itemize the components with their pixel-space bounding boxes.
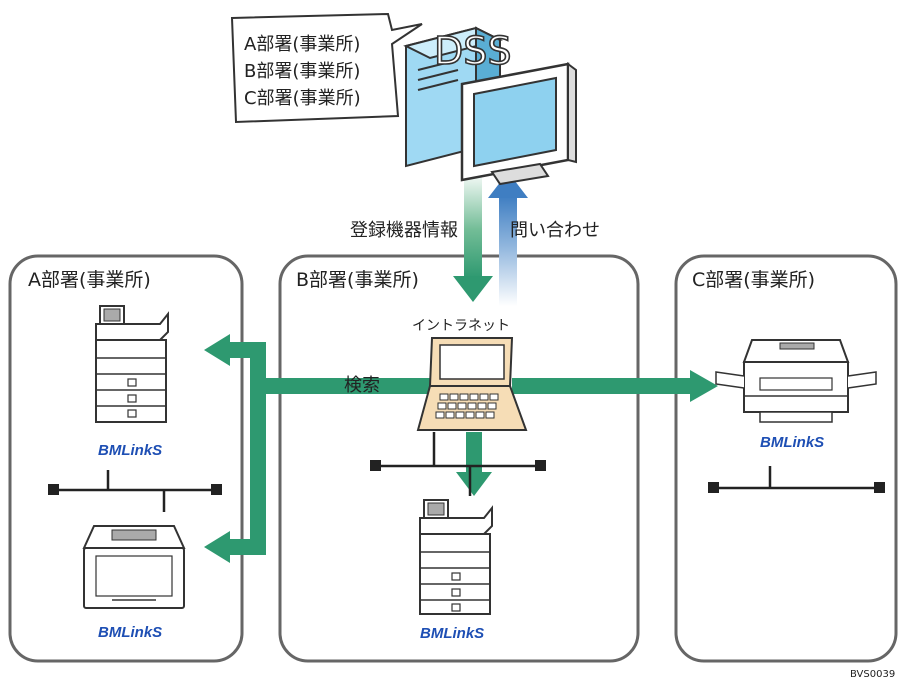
bmlinks-logo-c: BMLinkS — [760, 434, 824, 451]
network-line-c — [708, 466, 885, 493]
bmlinks-logo-a-top: BMLinkS — [98, 442, 162, 459]
bmlinks-logo-b: BMLinkS — [420, 625, 484, 642]
callout-line-a: A部署(事業所) — [244, 34, 360, 55]
callout-line-c: C部署(事業所) — [244, 88, 361, 109]
dss-label: DSS — [434, 29, 512, 73]
printer-icon-c — [715, 339, 877, 423]
callout-line-b: B部署(事業所) — [244, 61, 360, 82]
inquiry-label: 問い合わせ — [510, 220, 600, 241]
registered-info-label: 登録機器情報 — [350, 220, 458, 241]
printer-icon-a-mfp — [95, 305, 169, 423]
monitor-icon — [460, 62, 577, 186]
department-c-label: C部署(事業所) — [692, 269, 815, 291]
intranet-label: イントラネット — [412, 318, 510, 334]
printer-icon-b — [419, 499, 493, 615]
network-line-a — [48, 470, 222, 512]
department-b-box — [278, 254, 640, 663]
network-line-b — [370, 432, 546, 496]
bmlinks-logo-a-bottom: BMLinkS — [98, 624, 162, 641]
search-arrows — [204, 334, 718, 563]
inquiry-arrow — [488, 172, 528, 306]
printer-icon-a-desktop — [82, 525, 186, 609]
department-c-box — [674, 254, 898, 663]
department-a-label: A部署(事業所) — [28, 269, 151, 291]
registered-info-arrow — [453, 170, 493, 302]
dss-callout — [230, 12, 423, 124]
laptop-icon — [416, 337, 528, 431]
figure-code: BVS0039 — [850, 669, 895, 679]
department-b-label: B部署(事業所) — [296, 269, 419, 291]
search-label: 検索 — [344, 375, 380, 396]
